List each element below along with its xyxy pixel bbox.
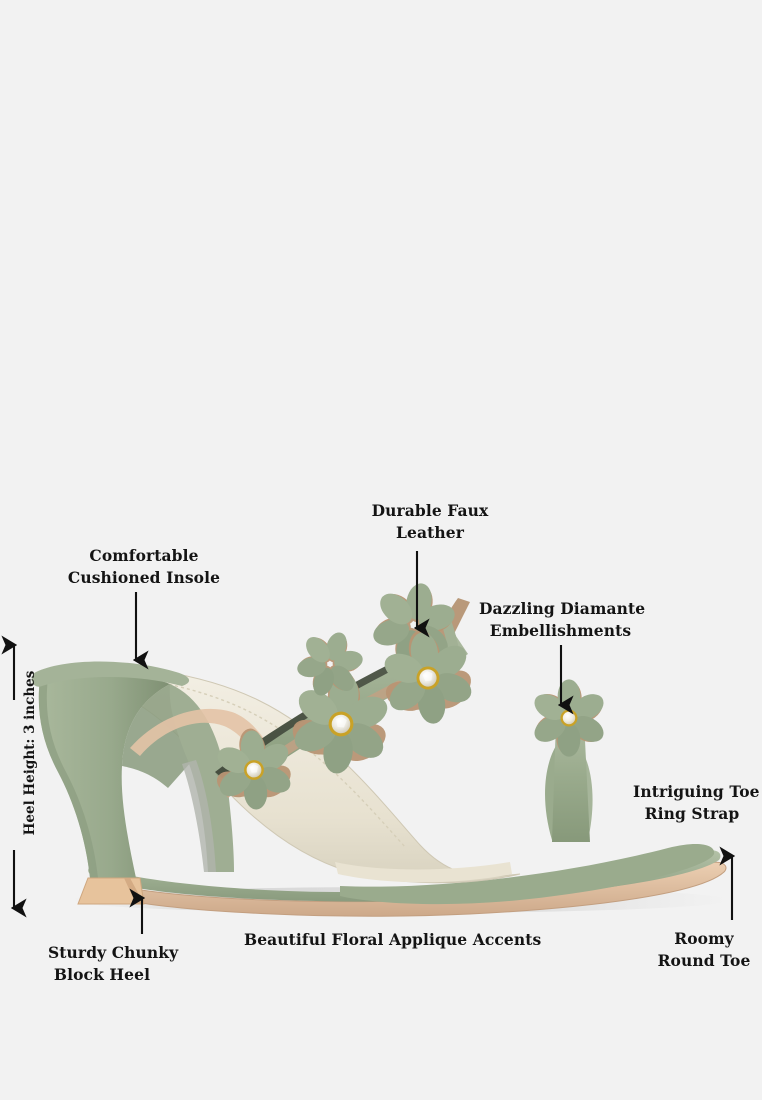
heel-arch-tan <box>130 708 286 790</box>
label-line: Intriguing Toe <box>633 782 760 801</box>
label-line: Sturdy Chunky <box>48 943 179 962</box>
heel-body <box>38 671 170 878</box>
insole-front-panel <box>335 862 512 883</box>
heel-back-edge <box>38 678 98 878</box>
label-comfortable-cushioned-insole: Comfortable Cushioned Insole <box>64 545 224 589</box>
label-durable-faux-leather: Durable Faux Leather <box>366 500 494 544</box>
label-line: Block Heel <box>53 965 151 984</box>
label-line: Round Toe <box>657 951 751 970</box>
heel-shank <box>169 684 234 872</box>
label-line: Dazzling Diamante <box>479 599 646 618</box>
label-intriguing-toe-ring-strap: Intriguing Toe Ring Strap <box>633 781 760 825</box>
label-line: Durable Faux <box>371 501 489 520</box>
label-line: Embellishments <box>489 621 632 640</box>
label-beautiful-floral-applique-accents: Beautiful Floral Applique Accents <box>244 929 542 951</box>
label-heel-height: Heel Height: 3 inches <box>22 663 38 843</box>
label-dazzling-diamante-embellishments: Dazzling Diamante Embellishments <box>479 598 646 642</box>
block-heel <box>31 661 286 905</box>
label-line: Comfortable <box>89 546 199 565</box>
label-line: Heel Height: 3 inches <box>22 670 38 836</box>
toe-ring-strap <box>529 679 609 842</box>
label-sturdy-chunky-block-heel: Sturdy Chunky Block Heel <box>48 942 179 986</box>
pearl-gem <box>562 711 576 725</box>
toe-platform <box>340 843 715 905</box>
label-line: Ring Strap <box>644 804 740 823</box>
label-line: Cushioned Insole <box>67 568 221 587</box>
heel-top-collar <box>31 661 190 687</box>
label-line: Leather <box>396 523 464 542</box>
label-roomy-round-toe: Roomy Round Toe <box>657 928 751 972</box>
heel-shank-grey <box>182 760 216 872</box>
label-line: Roomy <box>674 929 734 948</box>
label-line: Beautiful Floral Applique Accents <box>244 930 542 949</box>
